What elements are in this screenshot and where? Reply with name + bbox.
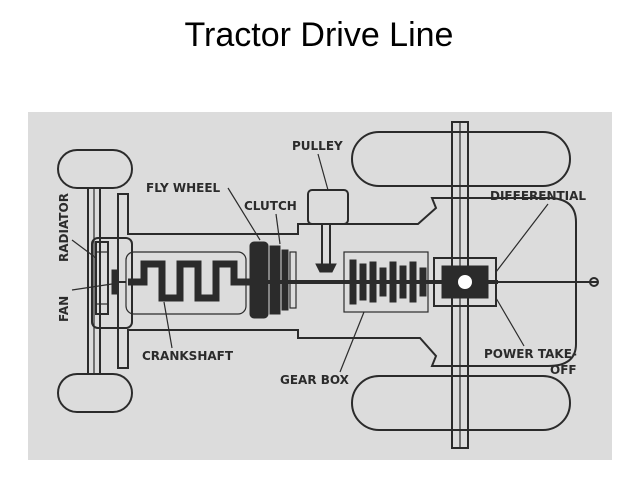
leader-fly-wheel xyxy=(227,187,261,241)
fan xyxy=(111,269,126,295)
label-gear-box: GEAR BOX xyxy=(280,373,350,387)
leader-differential xyxy=(495,203,549,273)
leader-pulley xyxy=(317,153,329,191)
label-clutch: CLUTCH xyxy=(244,199,297,213)
leader-radiator xyxy=(71,239,97,259)
leader-clutch xyxy=(275,213,281,245)
front-axle xyxy=(87,187,101,375)
leader-crankshaft xyxy=(163,301,173,349)
label-power-take-off-line2: OFF xyxy=(550,363,577,377)
radiator xyxy=(95,241,109,315)
differential xyxy=(433,257,497,307)
label-differential: DIFFERENTIAL xyxy=(490,189,586,203)
pulley xyxy=(307,189,349,273)
tractor-diagram: PULLEY FLY WHEEL CLUTCH DIFFERENTIAL RAD… xyxy=(28,112,612,460)
gear-box xyxy=(343,251,429,313)
rear-left-tire xyxy=(351,131,571,187)
slide-title: Tractor Drive Line xyxy=(184,16,454,54)
rear-right-tire xyxy=(351,375,571,431)
tractor-diagram-svg: PULLEY FLY WHEEL CLUTCH DIFFERENTIAL RAD… xyxy=(28,112,612,460)
label-pulley: PULLEY xyxy=(292,139,343,153)
label-fan: FAN xyxy=(57,296,71,322)
label-crankshaft: CRANKSHAFT xyxy=(142,349,234,363)
label-power-take-off-line1: POWER TAKE- xyxy=(484,347,577,361)
leader-gear-box xyxy=(339,311,365,373)
leader-fan xyxy=(71,283,113,291)
diagram-background xyxy=(28,112,612,460)
label-fly-wheel: FLY WHEEL xyxy=(146,181,221,195)
leader-power-take-off xyxy=(495,297,525,347)
crankshaft xyxy=(128,260,252,302)
label-radiator: RADIATOR xyxy=(57,193,71,262)
